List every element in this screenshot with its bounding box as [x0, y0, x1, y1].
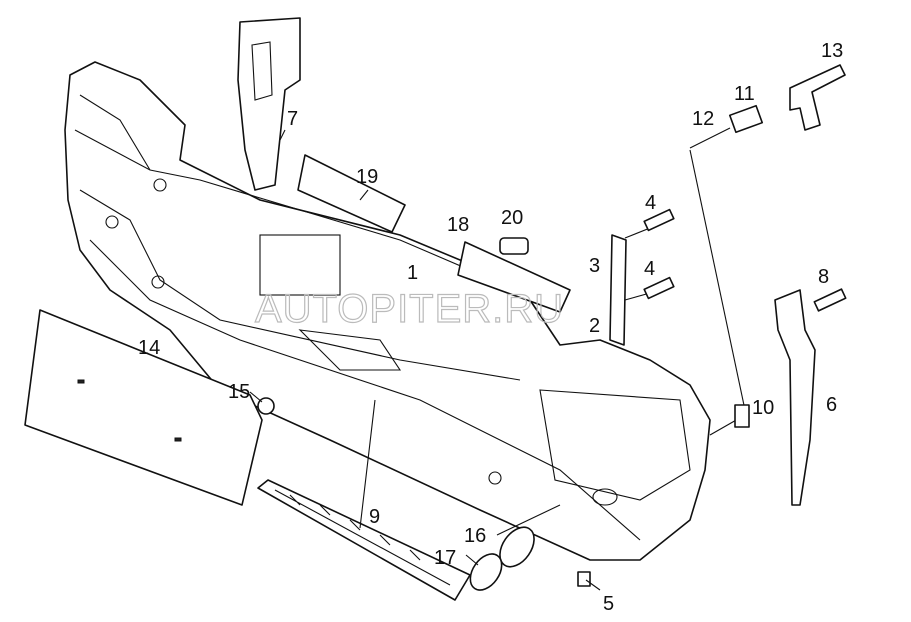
- label-11: 11: [734, 83, 755, 105]
- part-cartridge-11: [728, 104, 764, 134]
- label-15: 15: [228, 381, 250, 403]
- label-5: 5: [603, 593, 614, 615]
- part-nut-5: [577, 571, 591, 587]
- label-12: 12: [692, 108, 714, 130]
- label-14: 14: [138, 337, 160, 359]
- label-7: 7: [287, 108, 298, 130]
- label-9: 9: [369, 506, 380, 528]
- part-clip-20: [499, 237, 529, 255]
- part-bolt-8: [813, 288, 847, 312]
- label-6: 6: [826, 394, 837, 416]
- label-1: 1: [407, 262, 418, 284]
- label-17: 17: [434, 547, 456, 569]
- label-4: 4: [645, 192, 656, 214]
- part-bracket-2-3: [609, 234, 627, 346]
- label-19: 19: [356, 166, 378, 188]
- part-gun-13: [789, 64, 846, 131]
- part-cover-17: [469, 553, 503, 591]
- part-bracket-7: [237, 17, 301, 191]
- label-2: 2: [589, 315, 600, 337]
- part-trim-19: [297, 154, 406, 233]
- label-13: 13: [821, 40, 843, 62]
- part-bolt-4-upper: [643, 208, 675, 232]
- label-10: 10: [752, 397, 774, 419]
- label-4: 4: [644, 258, 655, 280]
- part-pin-10: [734, 404, 750, 428]
- part-bracket-6: [774, 289, 816, 506]
- label-8: 8: [818, 266, 829, 288]
- part-bolt-4-lower: [643, 276, 675, 300]
- label-20: 20: [501, 207, 523, 229]
- part-plate-14: [24, 309, 263, 506]
- label-16: 16: [464, 525, 486, 547]
- label-3: 3: [589, 255, 600, 277]
- label-18: 18: [447, 214, 469, 236]
- watermark: AUTOPITER.RU: [255, 287, 564, 331]
- part-trim-18: [457, 241, 571, 313]
- part-bumper: [64, 61, 711, 561]
- part-cover-16: [499, 526, 535, 568]
